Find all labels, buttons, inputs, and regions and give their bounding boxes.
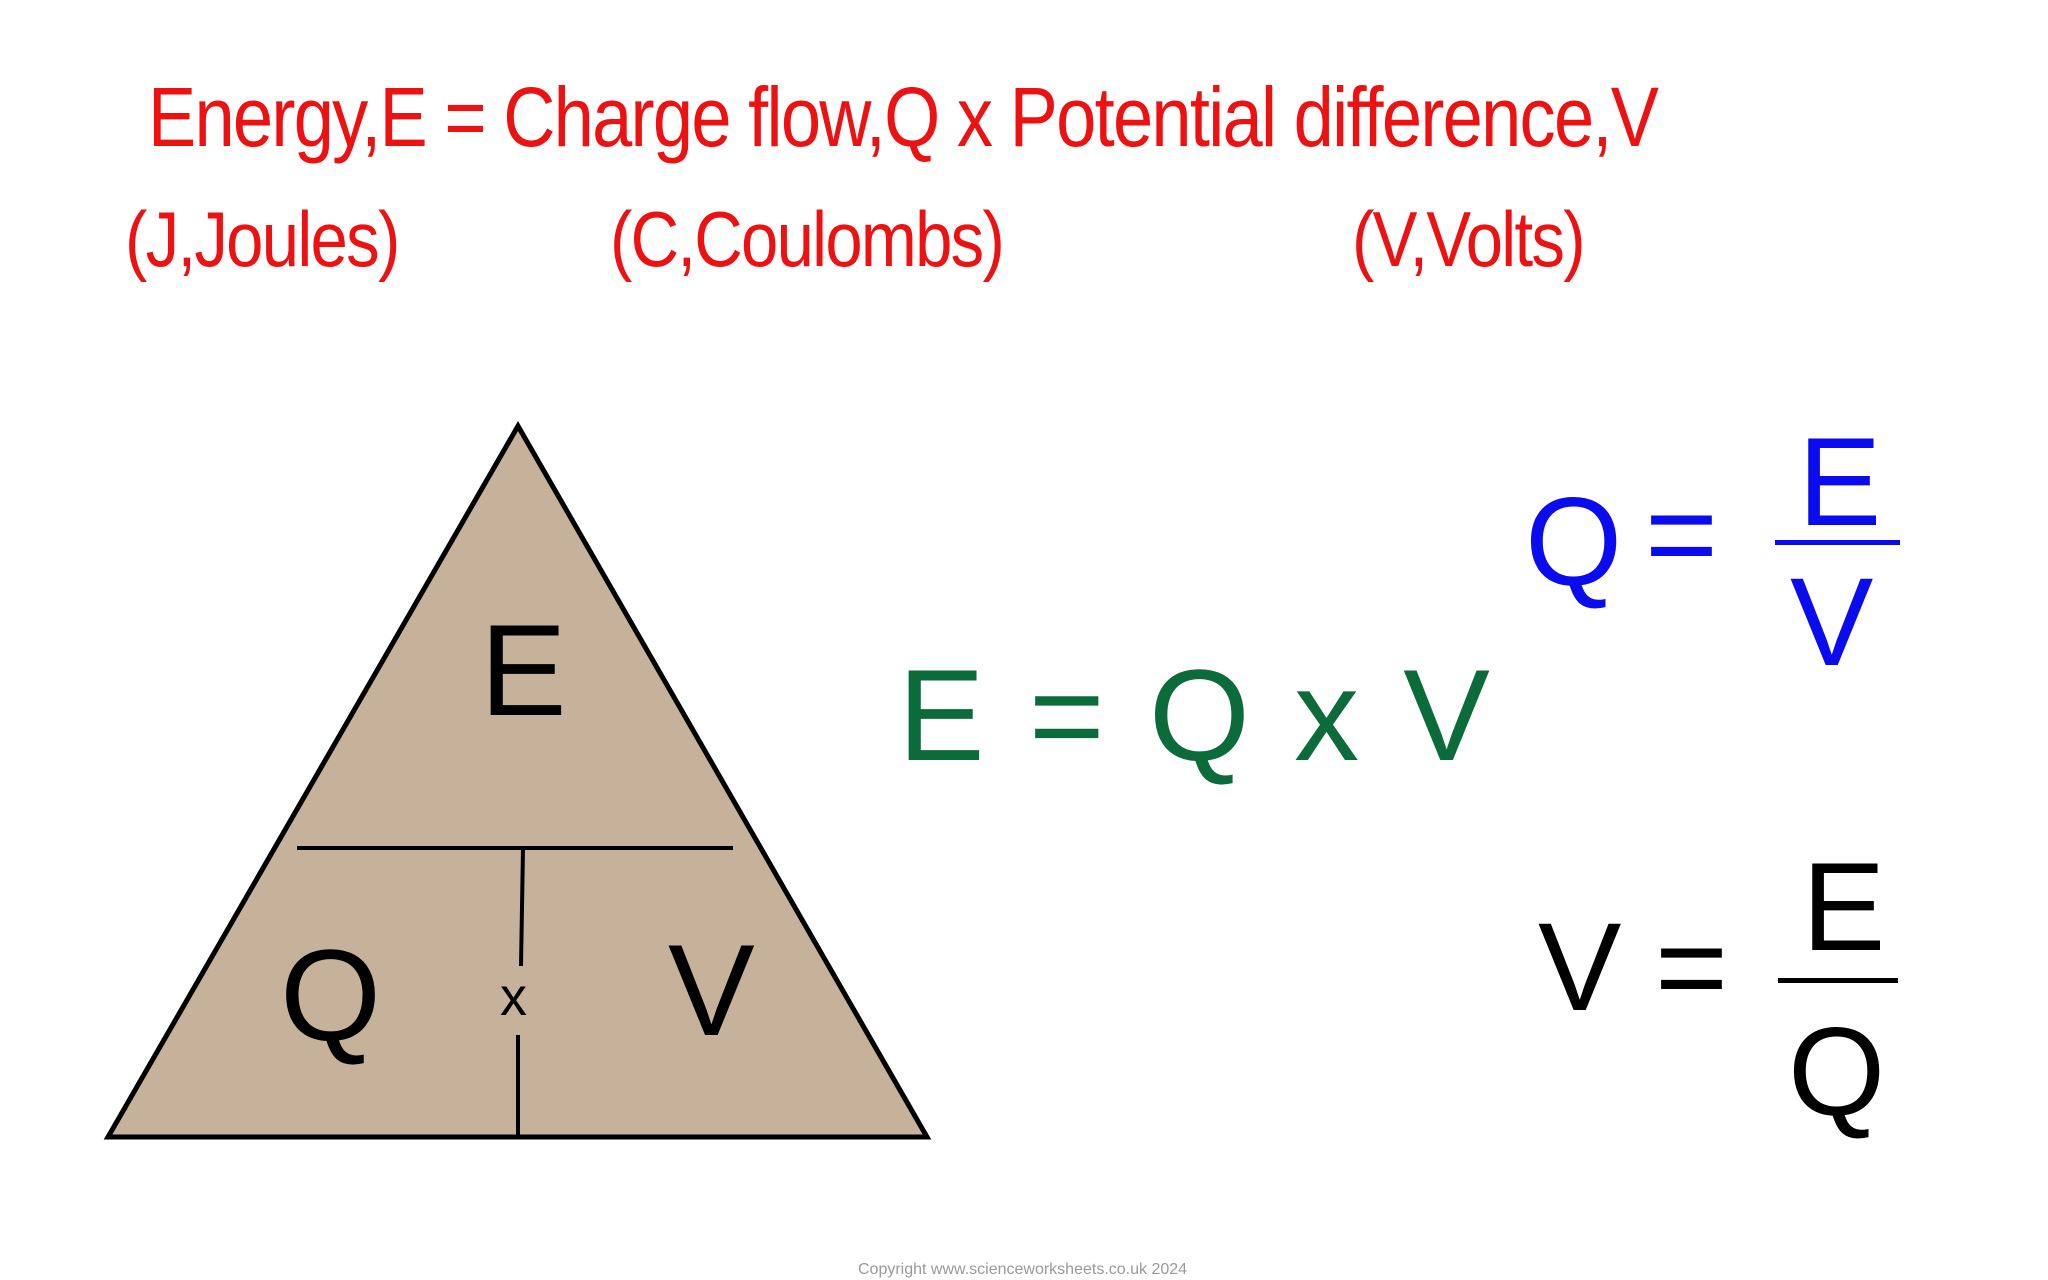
charge-equation-denominator: V bbox=[1790, 553, 1874, 692]
triangle-bottom-right-label: V bbox=[668, 917, 755, 1063]
voltage-equation-denominator: Q bbox=[1788, 1003, 1886, 1142]
triangle-top-label: E bbox=[480, 597, 567, 743]
word-equation: Energy,E = Charge flow,Q x Potential dif… bbox=[148, 70, 1659, 164]
triangle-shape bbox=[103, 420, 932, 1140]
unit-voltage: (V,Volts) bbox=[1352, 195, 1586, 283]
charge-equation-lhs: Q bbox=[1525, 473, 1623, 612]
unit-energy: (J,Joules) bbox=[125, 195, 400, 283]
triangle-vertical-divider-top bbox=[519, 847, 525, 967]
voltage-equation-numerator: E bbox=[1802, 838, 1886, 977]
charge-equation-equals: = bbox=[1645, 465, 1718, 604]
unit-charge: (C,Coulombs) bbox=[610, 195, 1005, 283]
voltage-equation-lhs: V bbox=[1538, 898, 1622, 1037]
energy-equation: E = Q x V bbox=[898, 642, 1494, 788]
charge-equation-numerator: E bbox=[1798, 413, 1882, 552]
triangle-operator: x bbox=[500, 967, 527, 1027]
charge-fraction-bar bbox=[1775, 540, 1900, 545]
triangle-bottom-left-label: Q bbox=[280, 922, 382, 1068]
copyright-notice: Copyright www.scienceworksheets.co.uk 20… bbox=[858, 1261, 1188, 1278]
voltage-equation-equals: = bbox=[1655, 898, 1728, 1037]
voltage-fraction-bar bbox=[1778, 978, 1898, 983]
